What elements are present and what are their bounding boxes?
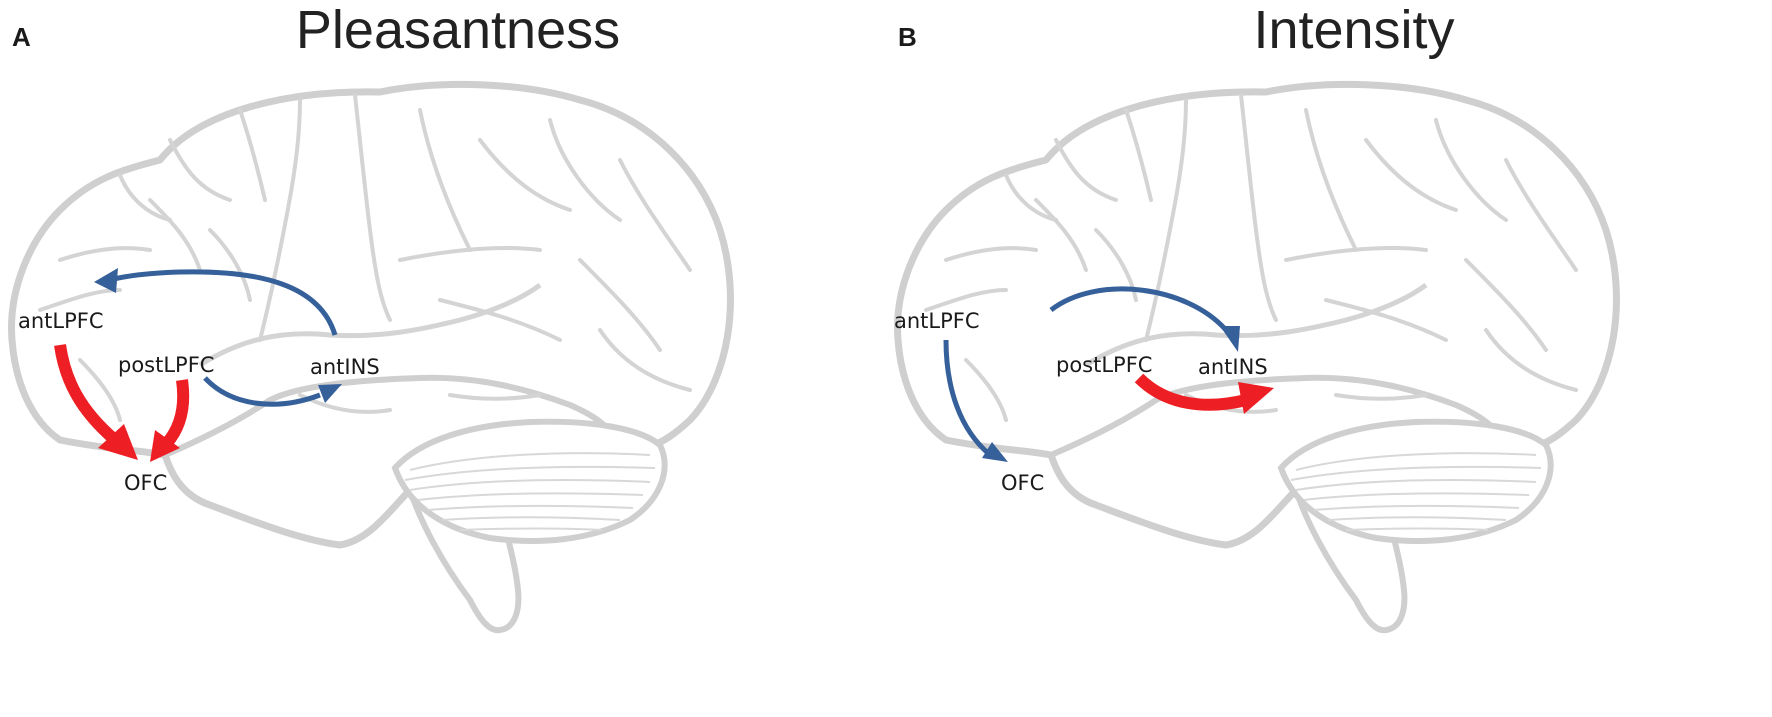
label-antins: antINS [310,355,380,379]
label-postlpfc: postLPFC [1056,353,1152,377]
arrowhead-ofc-2 [150,430,180,462]
panel-title: Pleasantness [295,0,621,60]
label-ofc: OFC [124,471,167,495]
connection-postlpfc-to-ofc [162,379,190,447]
arrowhead-antlpfc [94,268,118,293]
arrowhead-antins [1220,326,1240,352]
connection-postlpfc-to-antins [1134,373,1248,411]
connection-antlpfc-to-ofc [943,339,991,456]
arrowhead-antins [318,384,342,403]
panel-b: antLPFC postLPFC antINS OFC B Intensity [886,0,1772,717]
label-antins: antINS [1198,355,1268,379]
connection-antins-to-antlpfc [109,269,338,336]
arrowhead-ofc-1 [98,424,138,460]
label-ofc: OFC [1001,471,1044,495]
panel-title: Intensity [1253,0,1455,60]
brain-diagram-a: antLPFC postLPFC antINS OFC [0,0,886,717]
arrowhead-ofc [982,442,1008,462]
connection-antlpfc-to-antins [1049,286,1228,332]
brain-diagram-b: antLPFC postLPFC antINS OFC [894,0,1772,717]
label-postlpfc: postLPFC [118,353,214,377]
panel-a: antLPFC postLPFC antINS OFC A Pleasantne… [0,0,886,717]
arrowhead-antins-red [1238,382,1274,414]
label-antlpfc: antLPFC [894,309,980,333]
label-antlpfc: antLPFC [18,309,104,333]
connection-postlpfc-to-antins [203,376,321,407]
connection-antlpfc-to-ofc [54,344,119,445]
panel-letter: A [12,22,31,52]
panel-letter: B [898,22,917,52]
